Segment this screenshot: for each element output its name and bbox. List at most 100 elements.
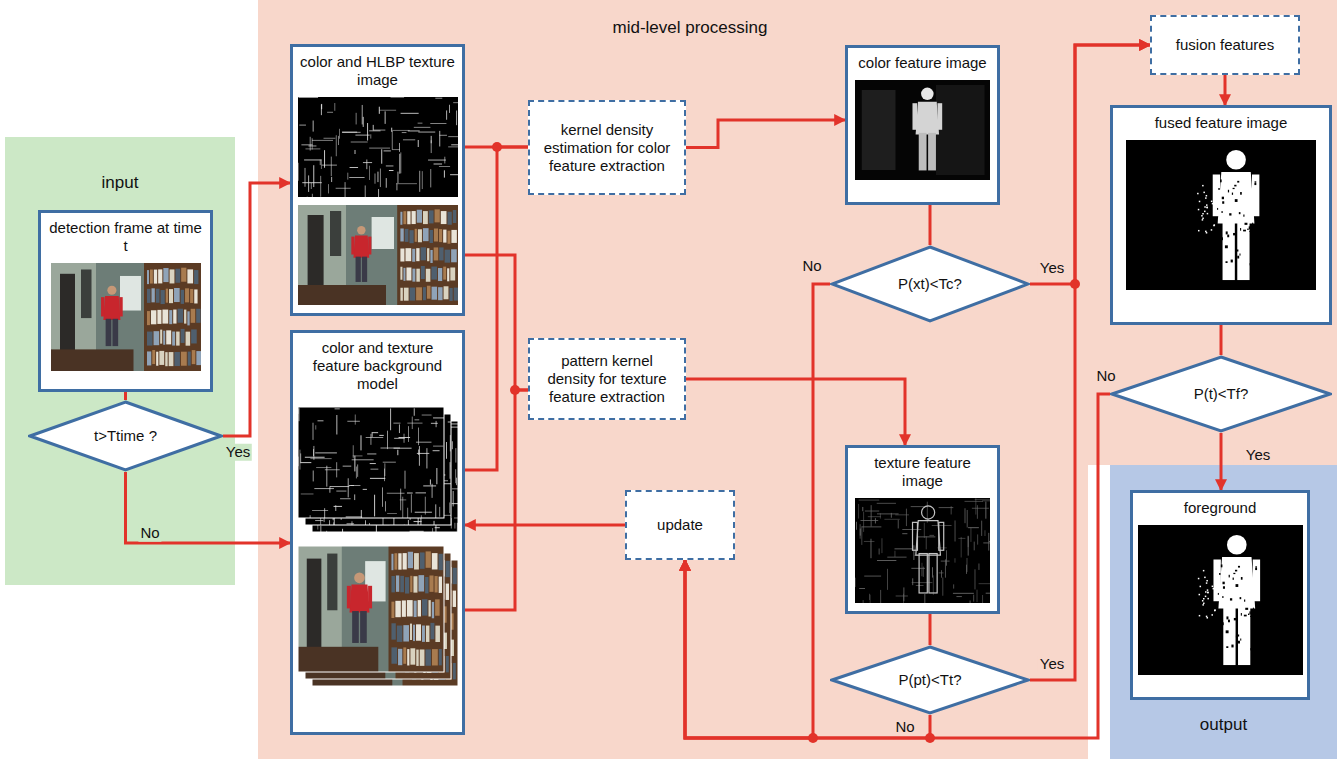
illustration-part bbox=[305, 148, 320, 149]
illustration-part bbox=[362, 162, 371, 163]
illustration-part bbox=[862, 90, 896, 170]
illustration-part bbox=[180, 329, 184, 343]
illustration-part bbox=[1235, 199, 1238, 202]
illustration-part bbox=[856, 522, 857, 530]
illustration-part bbox=[445, 656, 448, 672]
illustration-part bbox=[860, 529, 861, 536]
illustration-part bbox=[403, 268, 405, 281]
image-box: color feature image bbox=[845, 45, 1000, 205]
person-part bbox=[368, 237, 371, 255]
edge-label: No bbox=[1094, 368, 1117, 385]
edge-label: No bbox=[138, 525, 161, 542]
illustration-part bbox=[1243, 230, 1246, 232]
junction-dot bbox=[808, 733, 818, 743]
illustration-part bbox=[404, 471, 405, 489]
illustration-part bbox=[382, 462, 395, 463]
illustration-part bbox=[409, 230, 413, 243]
illustration-part bbox=[321, 165, 336, 166]
illustration-part bbox=[431, 553, 437, 569]
edge-label: Yes bbox=[1038, 656, 1066, 673]
illustration-part bbox=[156, 352, 158, 366]
illustration-part bbox=[438, 577, 441, 593]
illustration-part bbox=[425, 269, 430, 282]
illustration-part bbox=[394, 553, 397, 569]
illustration-part bbox=[967, 510, 968, 528]
illustration-part bbox=[418, 446, 419, 466]
illustration-part bbox=[431, 649, 437, 665]
illustration-part bbox=[435, 599, 440, 615]
illustration-part bbox=[435, 98, 442, 99]
illustration-part bbox=[1232, 578, 1233, 580]
illustration-part bbox=[1207, 213, 1209, 215]
illustration-part bbox=[973, 595, 974, 602]
illustration-part bbox=[379, 169, 380, 188]
illustration-part bbox=[880, 513, 881, 518]
illustration-part bbox=[451, 230, 456, 243]
illustration-part bbox=[334, 408, 339, 409]
box-label: kernel density estimation for color feat… bbox=[536, 121, 678, 175]
illustration-part bbox=[879, 548, 880, 554]
illustration-part bbox=[1213, 225, 1215, 227]
illustration-part bbox=[349, 177, 364, 178]
illustration-part bbox=[406, 493, 412, 494]
panel-title: output bbox=[1110, 715, 1337, 735]
illustration-part bbox=[403, 211, 406, 224]
illustration-part bbox=[1233, 188, 1235, 189]
illustration-part bbox=[352, 455, 362, 456]
illustration-part bbox=[337, 136, 338, 145]
person-part bbox=[354, 573, 365, 584]
flow-connector bbox=[929, 205, 932, 245]
illustration-part bbox=[378, 189, 379, 197]
illustration-part bbox=[864, 576, 881, 577]
person-part bbox=[103, 296, 120, 320]
illustration-part bbox=[330, 157, 331, 176]
illustration-part bbox=[163, 331, 165, 345]
illustration-part bbox=[345, 516, 361, 517]
illustration-part bbox=[379, 110, 396, 111]
illustration-part bbox=[432, 450, 439, 451]
illustration-part bbox=[1232, 193, 1233, 195]
illustration-part bbox=[374, 173, 375, 183]
illustration-part bbox=[379, 435, 384, 436]
illustration-part bbox=[416, 248, 419, 261]
illustration-part bbox=[972, 508, 989, 509]
illustration-part bbox=[449, 462, 450, 479]
illustration-part bbox=[370, 134, 371, 138]
person-part bbox=[1226, 150, 1246, 170]
illustration-part bbox=[351, 521, 352, 525]
illustration-part bbox=[60, 274, 75, 358]
illustration-part bbox=[1219, 573, 1220, 575]
illustration-part bbox=[402, 553, 406, 569]
illustration-part bbox=[314, 488, 334, 489]
illustration-part bbox=[310, 458, 331, 459]
illustration-part bbox=[912, 578, 913, 585]
illustration-part bbox=[180, 290, 183, 304]
illustration-part bbox=[316, 467, 331, 468]
illustration-part bbox=[933, 575, 934, 595]
person-part bbox=[928, 133, 936, 171]
illustration-part bbox=[390, 408, 391, 430]
illustration-part bbox=[1220, 179, 1222, 182]
illustration-part bbox=[400, 249, 404, 262]
illustration-part bbox=[416, 650, 418, 666]
illustration-part bbox=[434, 527, 439, 528]
illustration-part bbox=[974, 542, 975, 551]
illustration-part bbox=[1236, 249, 1238, 251]
illustration-part bbox=[417, 123, 422, 124]
box-label: color feature image bbox=[858, 54, 986, 72]
illustration-part bbox=[324, 508, 325, 518]
illustration-part bbox=[1245, 223, 1248, 225]
illustration-part bbox=[184, 310, 186, 324]
illustration-part bbox=[429, 230, 432, 243]
box-label: texture feature image bbox=[854, 454, 991, 490]
illustration-part bbox=[298, 205, 458, 305]
edge-label: Yes bbox=[1244, 447, 1272, 464]
illustration-part bbox=[439, 247, 443, 260]
illustration-part bbox=[391, 576, 394, 592]
person-part bbox=[1213, 560, 1220, 602]
illustration-part bbox=[1207, 592, 1209, 594]
illustration-part bbox=[923, 567, 924, 577]
illustration-part bbox=[939, 507, 954, 508]
illustration-part bbox=[439, 135, 447, 136]
process-step: pattern kernel density for texture featu… bbox=[528, 338, 686, 420]
